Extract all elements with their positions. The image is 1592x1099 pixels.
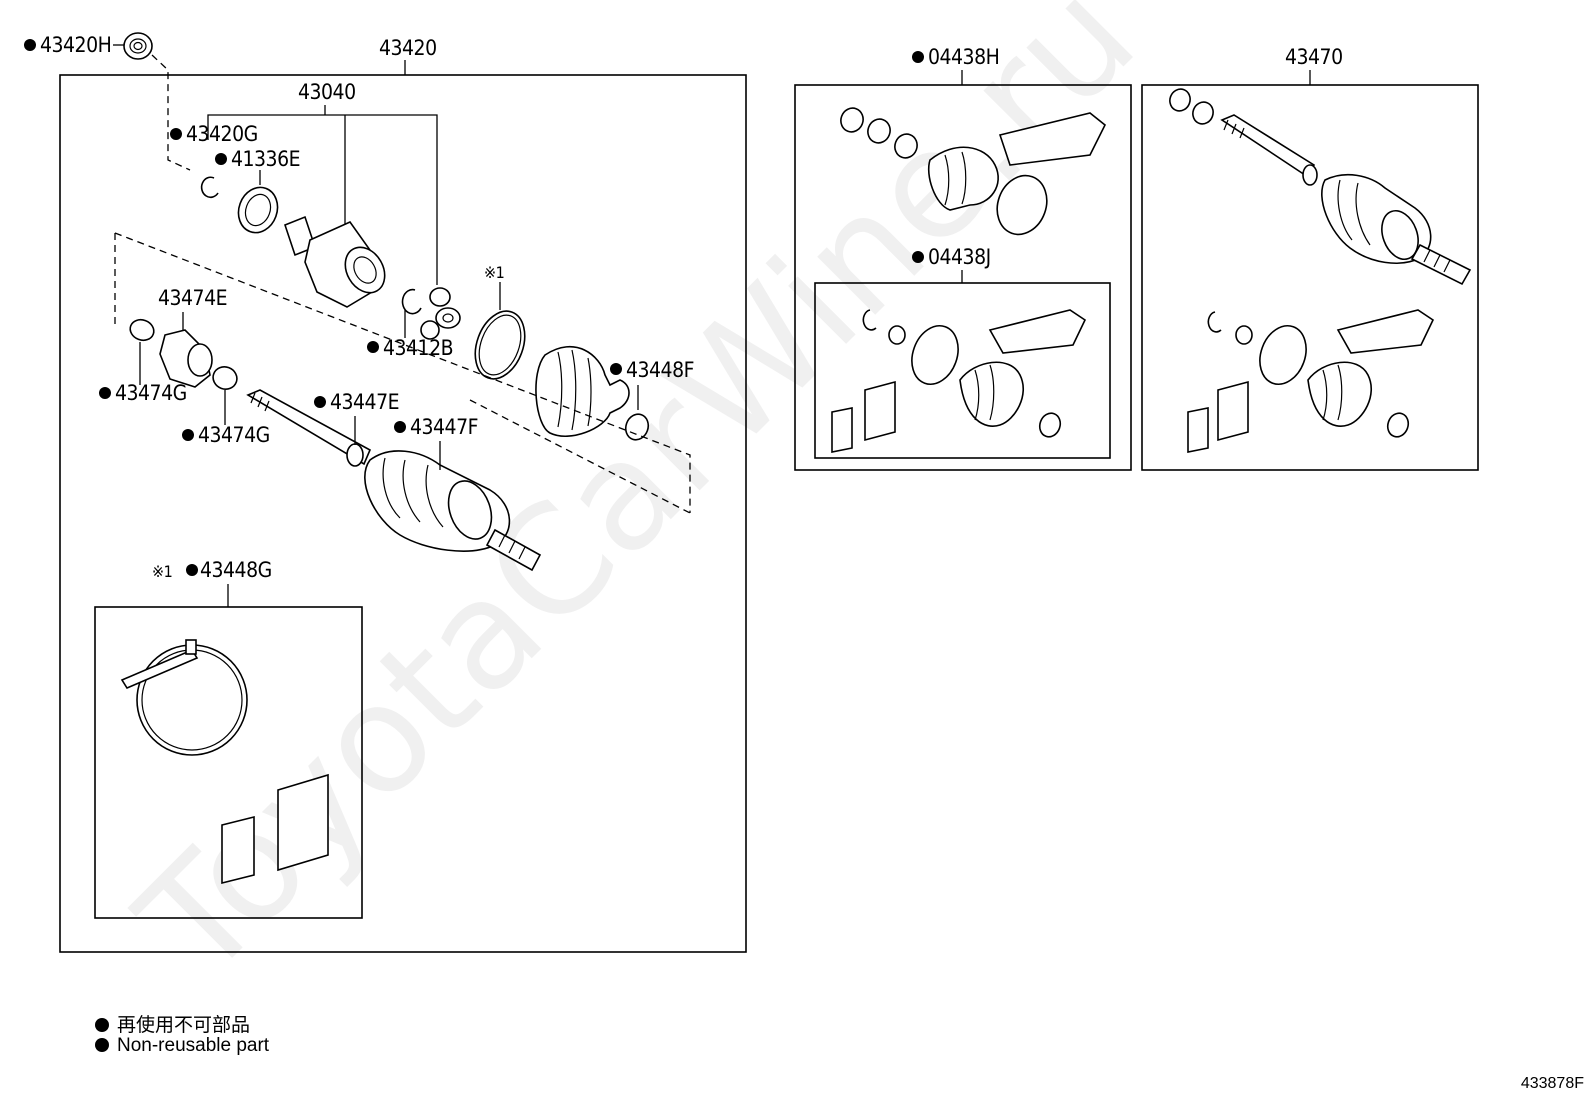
kit-box-43448G bbox=[94, 606, 363, 919]
damper-clamp-part bbox=[212, 366, 238, 390]
kit-box-04438J bbox=[814, 282, 1111, 459]
drive-shaft-outboard-part bbox=[246, 389, 542, 572]
non-reusable-dot bbox=[367, 341, 379, 353]
non-reusable-dot bbox=[610, 363, 622, 375]
clamp-band-kit-part bbox=[120, 639, 329, 885]
snap-ring-part bbox=[200, 176, 219, 199]
boot-kit-04438J-parts bbox=[831, 309, 1087, 453]
non-reusable-dot bbox=[182, 429, 194, 441]
non-reusable-dot bbox=[215, 153, 227, 165]
label-43420G[interactable]: 43420G bbox=[186, 122, 258, 146]
label-43040[interactable]: 43040 bbox=[298, 80, 356, 104]
label-43420H[interactable]: 43420H bbox=[40, 33, 112, 57]
assembly-box-43470 bbox=[1141, 84, 1479, 471]
non-reusable-dot bbox=[95, 1018, 109, 1032]
boot-kit-04438H-parts bbox=[840, 107, 1107, 236]
inboard-joint-tulip-part bbox=[284, 215, 386, 308]
non-reusable-dot bbox=[99, 387, 111, 399]
dust-cover-43420H-part bbox=[123, 32, 153, 60]
label-43474G-lower[interactable]: 43474G bbox=[198, 423, 270, 447]
label-43474E[interactable]: 43474E bbox=[158, 286, 228, 310]
non-reusable-dot bbox=[95, 1038, 109, 1052]
non-reusable-dot bbox=[314, 396, 326, 408]
non-reusable-dot bbox=[170, 128, 182, 140]
non-reusable-dot bbox=[186, 564, 198, 576]
tripod-joint-part bbox=[420, 287, 461, 340]
label-04438J[interactable]: 04438J bbox=[928, 245, 991, 269]
label-43420[interactable]: 43420 bbox=[379, 36, 437, 60]
dynamic-damper-43474E-part bbox=[159, 329, 213, 388]
non-reusable-dot bbox=[24, 39, 36, 51]
diagram-code: 433878F bbox=[1520, 1075, 1584, 1092]
label-43448G[interactable]: 43448G bbox=[200, 558, 272, 582]
label-43474G-upper[interactable]: 43474G bbox=[115, 381, 187, 405]
damper-clamp-part bbox=[129, 318, 155, 342]
boot-clamp-43448F-part bbox=[624, 413, 650, 441]
label-43470[interactable]: 43470 bbox=[1285, 45, 1343, 69]
inboard-boot-part bbox=[535, 345, 630, 438]
legend-line-english: Non-reusable part bbox=[95, 1035, 269, 1057]
label-43448F[interactable]: 43448F bbox=[626, 358, 694, 382]
label-04438H[interactable]: 04438H bbox=[928, 45, 1000, 69]
label-43447E[interactable]: 43447E bbox=[330, 390, 400, 414]
label-43412B[interactable]: 43412B bbox=[383, 336, 454, 360]
non-reusable-dot bbox=[912, 251, 924, 263]
non-reusable-dot bbox=[394, 421, 406, 433]
note-mark-1: ※1 bbox=[152, 562, 172, 581]
label-43447F[interactable]: 43447F bbox=[410, 415, 478, 439]
legend-line-japanese: 再使用不可部品 bbox=[95, 1010, 250, 1037]
non-reusable-dot bbox=[912, 51, 924, 63]
note-mark-1: ※1 bbox=[484, 263, 504, 282]
legend-text-english: Non-reusable part bbox=[117, 1035, 270, 1056]
oil-seal-41336E-part bbox=[237, 186, 279, 234]
assembly-box-43420 bbox=[59, 74, 747, 953]
drive-shaft-43470-parts bbox=[1169, 88, 1472, 453]
snap-ring-43412B-part bbox=[401, 288, 422, 315]
label-41336E[interactable]: 41336E bbox=[231, 147, 301, 171]
kit-box-04438H bbox=[794, 84, 1132, 471]
legend-text-japanese: 再使用不可部品 bbox=[117, 1015, 251, 1036]
